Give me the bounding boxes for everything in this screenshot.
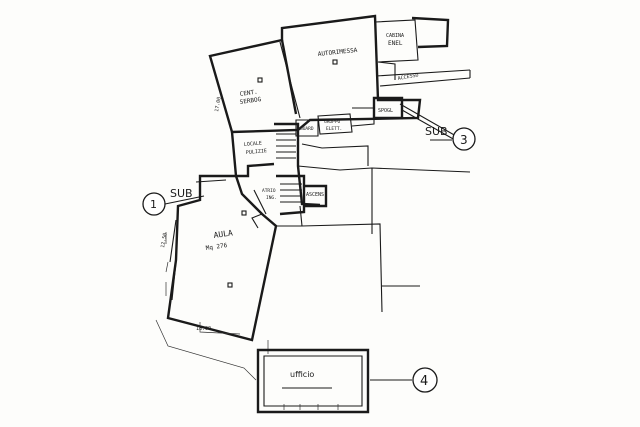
sub-3-marker bbox=[430, 127, 476, 151]
room-label-accesso: ACCESSO bbox=[397, 72, 419, 82]
middle-block bbox=[230, 122, 471, 216]
dimension-label-3: 18.00 bbox=[196, 326, 211, 332]
room-label-ufficio: ufficio bbox=[290, 370, 314, 379]
room-label-spogl: SPOGL bbox=[378, 108, 393, 114]
room-label-gruppo-2: ELETT. bbox=[326, 126, 342, 132]
room-label-locale-2: PULIZIE bbox=[246, 148, 268, 156]
dimension-label-2: 12.50 bbox=[160, 232, 169, 248]
aula-block bbox=[165, 174, 278, 342]
room-label-atrio-2: ING. bbox=[266, 195, 277, 201]
sub-3-prefix: SUB bbox=[425, 125, 448, 138]
room-label-cabina-1: CABINA bbox=[386, 33, 404, 39]
room-label-cabina-2: ENEL bbox=[388, 40, 403, 47]
sub-1-number: 1 bbox=[150, 198, 157, 211]
room-label-gruppo-1: GRUPPO bbox=[324, 119, 341, 125]
room-label-ascensore: ASCENS. bbox=[306, 192, 327, 198]
room-label-centrale-2: SERBOG bbox=[239, 96, 262, 106]
room-label-autorimessa: AUTORIMESSA bbox=[317, 47, 358, 58]
sub-3-number: 3 bbox=[460, 133, 468, 147]
site-lines bbox=[155, 168, 420, 381]
sub-1-marker bbox=[142, 192, 205, 216]
room-label-aula-2: Mq 276 bbox=[205, 242, 228, 252]
room-label-atrio-1: ATRIO bbox=[262, 188, 276, 194]
ufficio-block bbox=[256, 348, 370, 414]
room-label-guardaroba: GUARD bbox=[300, 126, 314, 132]
room-label-centrale-1: CENT. bbox=[239, 89, 258, 98]
sub-4-marker bbox=[370, 367, 438, 393]
sub-1-prefix: SUB bbox=[170, 187, 193, 200]
room-label-locale-1: LOCALE bbox=[244, 140, 263, 148]
sub-4-number: 4 bbox=[420, 374, 428, 389]
room-label-aula-1: AULA bbox=[213, 228, 234, 240]
dimension-label-1: 17.00 bbox=[214, 96, 223, 112]
